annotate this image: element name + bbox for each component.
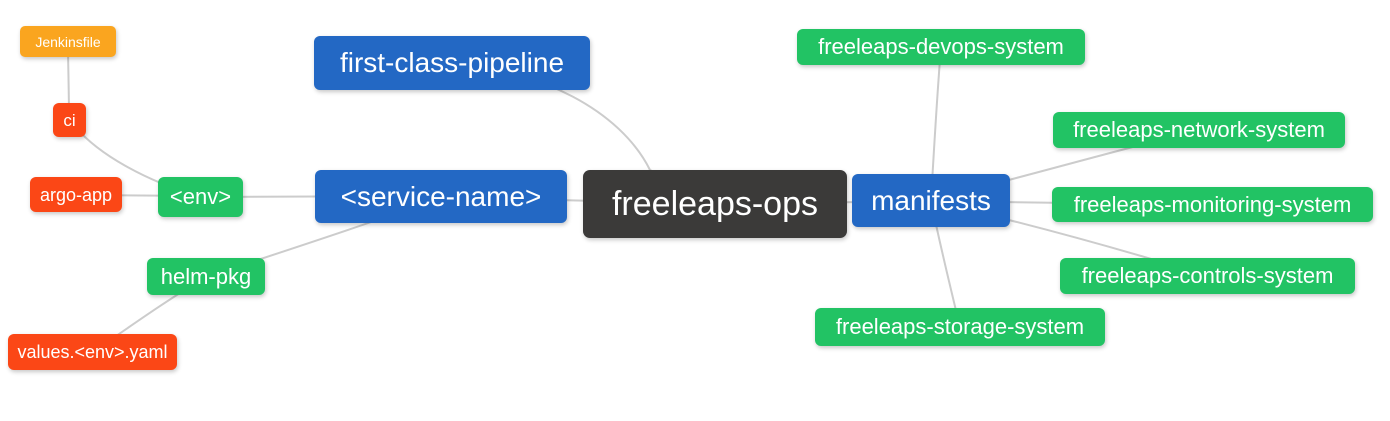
node-freeleaps-network-system[interactable]: freeleaps-network-system [1053,112,1345,148]
node-env[interactable]: <env> [158,177,243,217]
node-service-name[interactable]: <service-name> [315,170,567,223]
node-jenkinsfile[interactable]: Jenkinsfile [20,26,116,57]
node-values-env-yaml[interactable]: values.<env>.yaml [8,334,177,370]
node-helm-pkg[interactable]: helm-pkg [147,258,265,295]
node-argo-app[interactable]: argo-app [30,177,122,212]
node-manifests[interactable]: manifests [852,174,1010,227]
node-first-class-pipeline[interactable]: first-class-pipeline [314,36,590,90]
node-freeleaps-devops-system[interactable]: freeleaps-devops-system [797,29,1085,65]
node-ci[interactable]: ci [53,103,86,137]
node-freeleaps-monitoring-system[interactable]: freeleaps-monitoring-system [1052,187,1373,222]
node-freeleaps-controls-system[interactable]: freeleaps-controls-system [1060,258,1355,294]
node-freeleaps-storage-system[interactable]: freeleaps-storage-system [815,308,1105,346]
node-freeleaps-ops-root[interactable]: freeleaps-ops [583,170,847,238]
